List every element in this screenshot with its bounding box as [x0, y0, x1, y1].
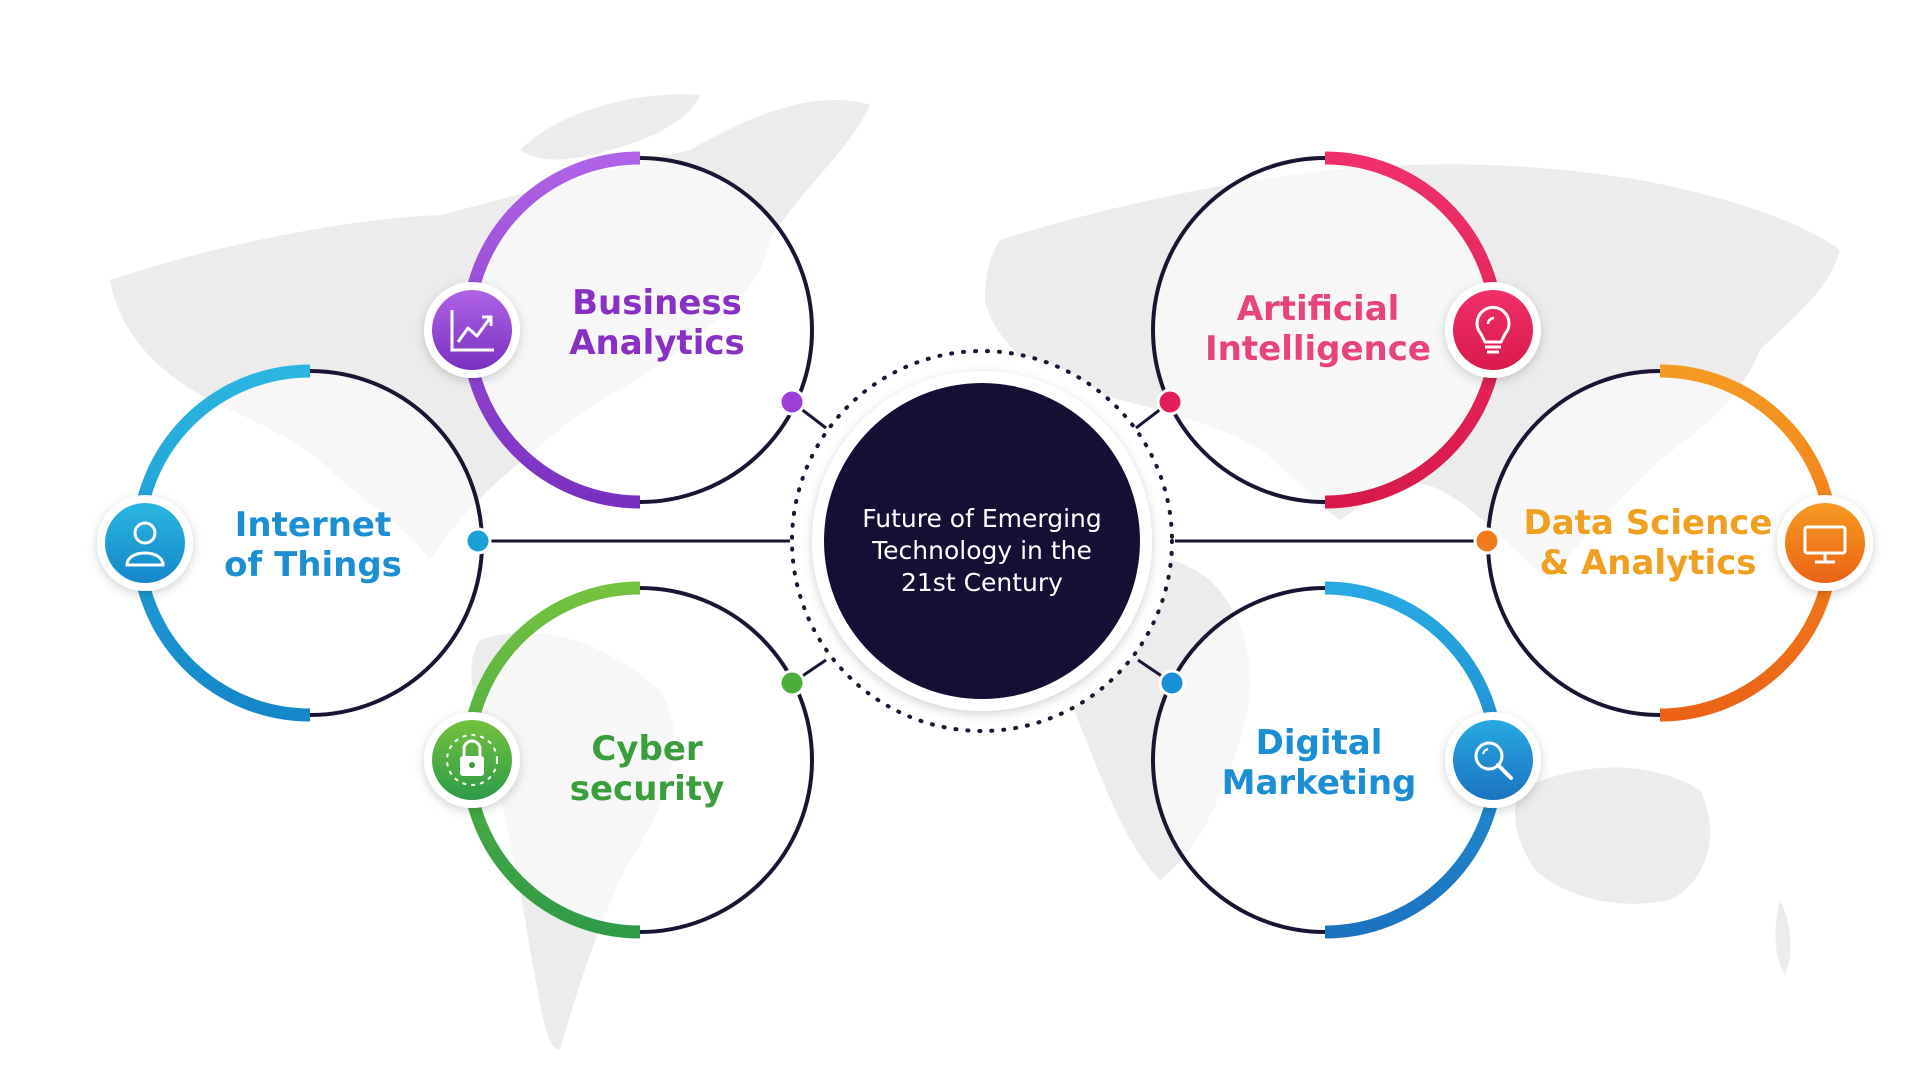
artificial-intelligence-fill — [1153, 158, 1497, 502]
data-science-analytics-line-1: Data Science — [1523, 503, 1773, 543]
center-title-line-2: Technology in the — [872, 536, 1092, 565]
cyber-security-fill — [468, 588, 812, 932]
artificial-intelligence-line-1: Artificial — [1236, 289, 1400, 329]
internet-of-things-line-1: Internet — [234, 505, 392, 545]
lightbulb-icon — [1445, 282, 1541, 378]
person-icon — [97, 495, 193, 591]
center-title: Future of Emerging Technology in the 21s… — [862, 503, 1102, 599]
business-analytics-fill — [468, 158, 812, 502]
internet-of-things-node — [97, 364, 492, 722]
internet-of-things-fill — [138, 371, 482, 715]
business-analytics-connector-dot — [778, 388, 806, 416]
artificial-intelligence-connector-dot — [1156, 388, 1184, 416]
artificial-intelligence-outline-arc — [1151, 156, 1326, 504]
digital-marketing-line-2: Marketing — [1221, 763, 1417, 803]
digital-marketing-line-1: Digital — [1255, 723, 1383, 763]
internet-of-things-connector-dot — [464, 527, 492, 555]
data-science-analytics-node — [1473, 364, 1873, 722]
internet-of-things-line-2: of Things — [224, 545, 402, 585]
artificial-intelligence-node — [1151, 151, 1541, 509]
artificial-intelligence-line-2: Intelligence — [1205, 329, 1431, 369]
lock-icon — [424, 712, 520, 808]
digital-marketing-fill — [1153, 588, 1497, 932]
cyber-security-line-2: security — [569, 769, 725, 809]
nodes-layer — [97, 151, 1873, 939]
data-science-analytics-label: Data Science & Analytics — [1524, 503, 1773, 583]
magnifier-icon — [1445, 712, 1541, 808]
center-core — [824, 383, 1140, 699]
digital-marketing-connector-dot — [1158, 669, 1186, 697]
cyber-security-node — [424, 581, 814, 939]
digital-marketing-node — [1151, 581, 1541, 939]
digital-marketing-outline-arc — [1151, 586, 1326, 934]
artificial-intelligence-label: Artificial Intelligence — [1205, 289, 1431, 369]
business-analytics-node — [424, 151, 814, 509]
monitor-icon — [1777, 495, 1873, 591]
digital-marketing-label: Digital Marketing — [1222, 723, 1417, 803]
business-analytics-label: Business Analytics — [569, 283, 745, 363]
business-analytics-line-1: Business — [572, 283, 742, 323]
cyber-security-label: Cyber security — [570, 729, 725, 809]
center-title-line-1: Future of Emerging — [862, 504, 1102, 533]
data-science-analytics-fill — [1488, 371, 1832, 715]
data-science-analytics-line-2: & Analytics — [1539, 543, 1757, 583]
line-chart-icon — [424, 282, 520, 378]
business-analytics-line-2: Analytics — [569, 323, 745, 363]
business-analytics-outline-arc — [639, 156, 814, 504]
cyber-security-outline-arc — [639, 586, 814, 934]
internet-of-things-label: Internet of Things — [224, 505, 402, 585]
data-science-analytics-connector-dot — [1473, 527, 1501, 555]
cyber-security-connector-dot — [778, 669, 806, 697]
center-title-line-3: 21st Century — [900, 568, 1063, 597]
cyber-security-line-1: Cyber — [591, 729, 703, 769]
